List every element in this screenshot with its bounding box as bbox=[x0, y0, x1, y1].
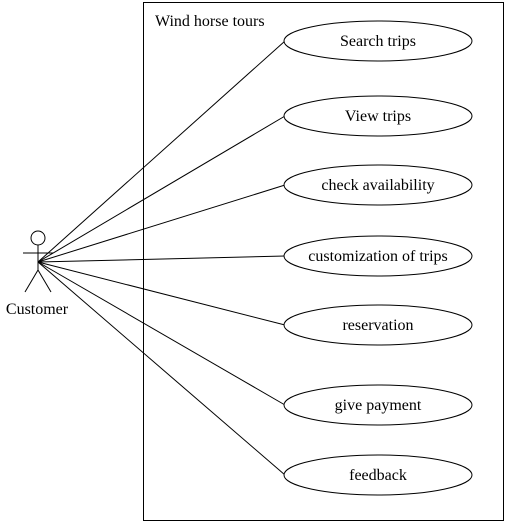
association-give-payment bbox=[37, 261, 286, 406]
use-case-feedback[interactable]: feedback bbox=[283, 454, 473, 496]
use-case-label: Search trips bbox=[340, 33, 416, 50]
use-case-label: give payment bbox=[335, 397, 422, 414]
association-feedback bbox=[37, 261, 286, 476]
association-search-trips bbox=[37, 40, 286, 263]
use-case-search-trips[interactable]: Search trips bbox=[283, 20, 473, 62]
use-case-check-availability[interactable]: check availability bbox=[283, 164, 473, 206]
use-case-label: reservation bbox=[342, 317, 413, 334]
use-case-ellipse bbox=[283, 384, 473, 426]
use-case-ellipse bbox=[283, 454, 473, 496]
system-title: Wind horse tours bbox=[155, 13, 265, 30]
actor-label: Customer bbox=[6, 301, 69, 318]
use-case-label: View trips bbox=[345, 108, 411, 125]
use-case-customization-of-trips[interactable]: customization of trips bbox=[283, 235, 473, 277]
use-case-ellipse bbox=[283, 164, 473, 206]
association-check-availability bbox=[37, 184, 286, 263]
associations bbox=[37, 40, 286, 476]
actor-customer[interactable]: Customer bbox=[6, 230, 69, 318]
use-case-ellipse bbox=[283, 304, 473, 346]
use-case-label: check availability bbox=[321, 177, 434, 194]
use-case-ellipse bbox=[283, 20, 473, 62]
use-case-view-trips[interactable]: View trips bbox=[283, 95, 473, 137]
use-case-reservation[interactable]: reservation bbox=[283, 304, 473, 346]
use-case-label: feedback bbox=[349, 467, 407, 484]
association-customization-of-trips bbox=[37, 255, 286, 263]
association-view-trips bbox=[37, 115, 286, 263]
use-case-label: customization of trips bbox=[308, 248, 448, 265]
association-reservation bbox=[37, 261, 286, 326]
use-case-ellipse bbox=[283, 235, 473, 277]
stick-figure-icon bbox=[23, 230, 53, 293]
use-case-ellipse bbox=[283, 95, 473, 137]
use-case-give-payment[interactable]: give payment bbox=[283, 384, 473, 426]
